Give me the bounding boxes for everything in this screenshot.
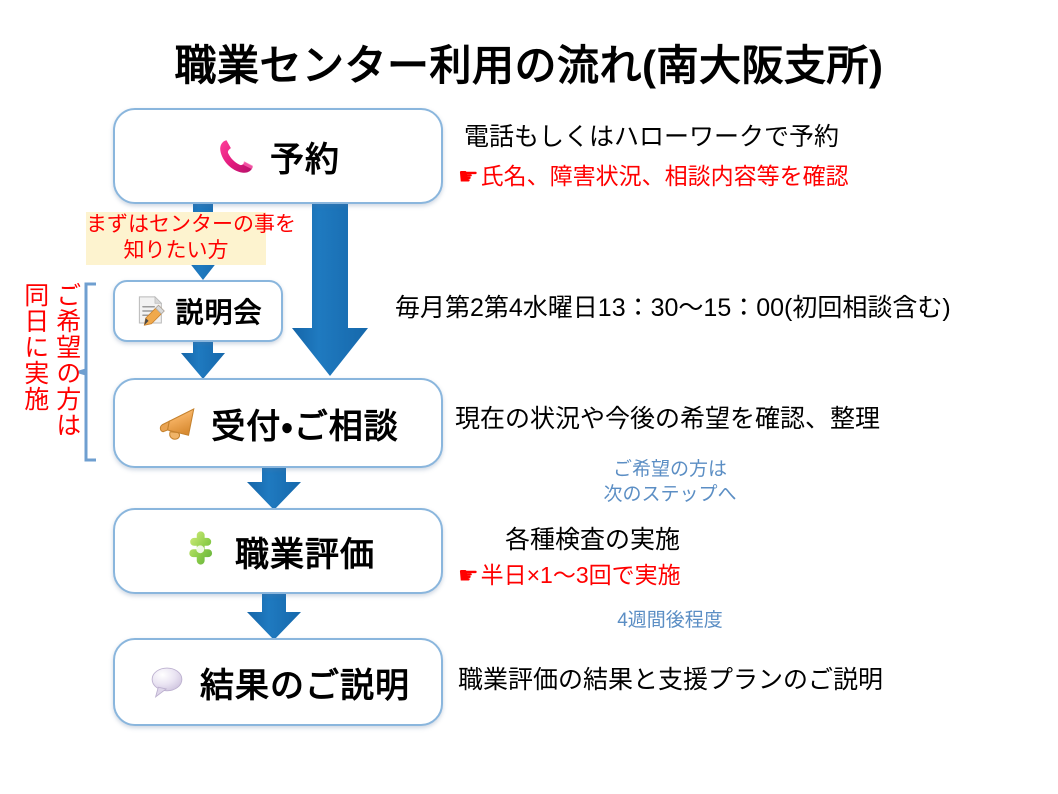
step-box-assessment[interactable]: 職業評価 <box>113 508 443 594</box>
branch-highlight-note: まずはセンターの事を 知りたい方 <box>86 212 296 265</box>
description-reception: 現在の状況や今後の希望を確認、整理 <box>455 405 881 433</box>
branch-highlight-line1: まずはセンターの事を <box>86 213 296 236</box>
same-day-note-line2: 同日に実施 <box>20 282 49 412</box>
description-results: 職業評価の結果と支援プランのご説明 <box>458 666 884 694</box>
description-assessment-note: 半日×1〜3回で実施 <box>480 562 681 588</box>
four-weeks-note: 4週間後程度 <box>617 610 723 631</box>
step-box-results[interactable]: 結果のご説明 <box>113 638 443 726</box>
puzzle-piece-icon <box>189 531 213 565</box>
speech-bubble-icon <box>151 667 183 698</box>
next-step-note: ご希望の方は 次のステップへ <box>560 458 780 507</box>
description-reservation-note: 氏名、障害状況、相談内容等を確認 <box>480 163 849 189</box>
page-title: 職業センター利用の流れ(南大阪支所) <box>174 42 884 89</box>
arrow-assessment-to-results <box>247 592 301 640</box>
next-step-note-line2: 次のステップへ <box>603 483 737 505</box>
step-label-briefing: 説明会 <box>175 297 263 328</box>
description-reservation-note-row: ☛氏名、障害状況、相談内容等を確認 <box>458 163 849 191</box>
description-briefing: 毎月第2第4水曜日13：30〜15：00(初回相談含む) <box>395 294 951 322</box>
step-box-briefing[interactable]: 説明会 <box>113 280 283 342</box>
megaphone-icon <box>160 408 195 440</box>
step-box-reservation[interactable]: 予約 <box>113 108 443 204</box>
memo-pencil-icon <box>139 295 166 326</box>
same-day-bracket <box>78 282 96 462</box>
telephone-icon <box>220 140 253 173</box>
step-label-reception: 受付・ご相談 <box>211 407 399 446</box>
same-day-note-line1: ご希望の方は <box>52 282 81 438</box>
description-assessment: 各種検査の実施 <box>505 526 681 554</box>
next-step-note-line1: ご希望の方は <box>612 459 727 480</box>
pointing-hand-icon: ☛ <box>458 163 479 189</box>
step-label-reservation: 予約 <box>270 140 340 179</box>
step-label-results: 結果のご説明 <box>200 666 410 705</box>
step-label-assessment: 職業評価 <box>235 535 375 574</box>
arrow-reservation-to-reception <box>292 200 368 376</box>
arrow-briefing-to-reception <box>181 337 225 379</box>
description-reservation: 電話もしくはハローワークで予約 <box>464 123 840 151</box>
pointing-hand-icon: ☛ <box>458 562 479 588</box>
step-box-reception[interactable]: 受付・ご相談 <box>113 378 443 468</box>
description-assessment-note-row: ☛半日×1〜3回で実施 <box>458 562 681 590</box>
branch-highlight-line2: 知りたい方 <box>123 239 229 263</box>
arrow-reception-to-assessment <box>247 460 301 510</box>
